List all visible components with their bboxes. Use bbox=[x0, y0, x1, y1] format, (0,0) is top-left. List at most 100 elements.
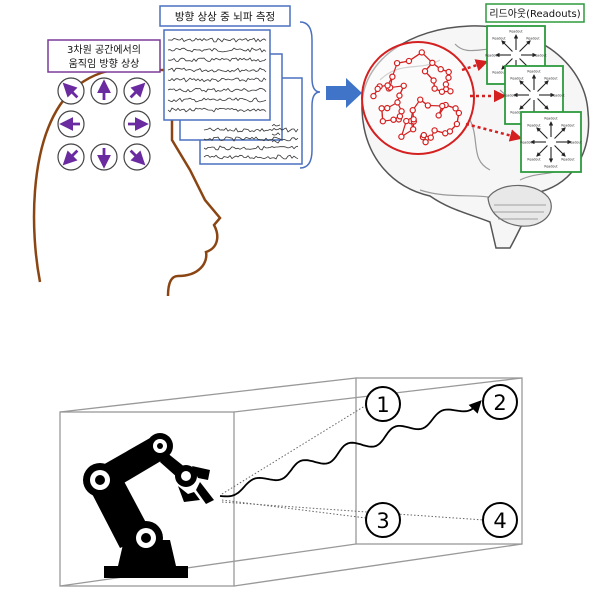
target-dotted-lines bbox=[221, 403, 485, 521]
direction-down-right-icon bbox=[123, 143, 151, 171]
readout-caption: Readout bbox=[561, 124, 575, 128]
network-node bbox=[410, 116, 417, 123]
direction-down-icon bbox=[90, 143, 118, 171]
network-node bbox=[445, 74, 452, 81]
network-node bbox=[400, 82, 407, 89]
network-node bbox=[420, 131, 428, 139]
readout-caption: Readout bbox=[544, 165, 558, 169]
eeg-trace bbox=[168, 37, 267, 43]
network-node bbox=[409, 126, 417, 133]
readout-caption: Readout bbox=[544, 117, 558, 121]
network-node bbox=[379, 118, 387, 125]
readout-caption: Readout bbox=[503, 94, 517, 98]
eeg-trace bbox=[203, 154, 299, 160]
readout-arrow bbox=[501, 58, 513, 70]
target-4: 4 bbox=[482, 502, 518, 538]
network-node bbox=[437, 66, 444, 73]
readout-arrow bbox=[536, 127, 548, 139]
eeg-trace bbox=[271, 123, 281, 127]
readout-arrow-1 bbox=[461, 59, 489, 72]
eeg-trace bbox=[271, 132, 281, 136]
readout-caption: Readout bbox=[492, 70, 506, 74]
eeg-bracket bbox=[299, 21, 321, 169]
network-node bbox=[405, 57, 413, 65]
eeg-trace bbox=[167, 87, 267, 93]
eeg-label: 방향 상상 중 뇌파 측정 bbox=[175, 11, 275, 23]
readout-caption: Readout bbox=[527, 124, 541, 128]
direction-right-icon bbox=[123, 110, 151, 138]
network-node bbox=[424, 102, 432, 109]
perspective-box bbox=[59, 377, 523, 587]
network-node bbox=[442, 130, 449, 137]
neural-network-graph bbox=[370, 49, 463, 146]
readout-caption: Readout bbox=[527, 157, 541, 161]
network-node bbox=[429, 59, 436, 67]
eeg-trace bbox=[167, 67, 267, 73]
readout-arrow bbox=[501, 40, 513, 52]
network-node bbox=[452, 105, 459, 112]
eeg-label-box bbox=[159, 5, 291, 27]
readout-tile-3: ReadoutReadoutReadoutReadoutReadoutReado… bbox=[520, 111, 582, 173]
network-node bbox=[422, 138, 429, 146]
big-right-arrow bbox=[326, 78, 362, 108]
target-2: 2 bbox=[482, 384, 518, 420]
network-node bbox=[442, 81, 450, 88]
readout-caption: Readout bbox=[527, 70, 541, 74]
svg-text:2: 2 bbox=[493, 391, 506, 415]
eeg-trace bbox=[203, 136, 299, 142]
eeg-trace bbox=[203, 127, 299, 133]
network-node bbox=[445, 68, 452, 76]
network-node bbox=[378, 105, 385, 112]
readouts-label: 리드아웃(Readouts) bbox=[489, 8, 580, 20]
head-outline bbox=[32, 66, 222, 297]
network-node bbox=[384, 104, 391, 112]
eeg-trace bbox=[167, 47, 267, 53]
direction-up-right-icon bbox=[123, 77, 151, 105]
network-node bbox=[390, 116, 397, 123]
network-node bbox=[398, 108, 405, 115]
eeg-traces bbox=[167, 37, 299, 160]
network-node bbox=[421, 68, 429, 75]
imagery-label-line1: 3차원 공간에서의 bbox=[67, 44, 141, 56]
network-node bbox=[398, 133, 405, 140]
network-node bbox=[374, 85, 381, 93]
network-node bbox=[409, 107, 416, 114]
network-node bbox=[394, 99, 401, 106]
eeg-trace bbox=[167, 57, 267, 63]
svg-text:3: 3 bbox=[376, 509, 389, 533]
readout-arrow bbox=[554, 127, 566, 139]
direction-up-icon bbox=[90, 77, 118, 105]
eeg-sheet-1 bbox=[163, 29, 271, 121]
readout-caption: Readout bbox=[509, 30, 523, 34]
readout-caption: Readout bbox=[492, 37, 506, 41]
readout-caption: Readout bbox=[485, 54, 499, 58]
network-node bbox=[453, 120, 461, 128]
direction-up-left-icon bbox=[57, 77, 85, 105]
network-node bbox=[396, 92, 403, 99]
imagery-direction-icons bbox=[57, 77, 151, 171]
readout-caption: Readout bbox=[551, 94, 565, 98]
readout-caption: Readout bbox=[510, 77, 524, 81]
imagery-label-line2: 움직임 방향 상상 bbox=[69, 57, 140, 70]
network-node bbox=[435, 112, 442, 119]
network-node bbox=[370, 92, 377, 100]
svg-text:4: 4 bbox=[493, 509, 506, 533]
readout-arrow bbox=[519, 40, 531, 52]
network-node bbox=[447, 88, 454, 95]
eeg-trace bbox=[167, 97, 267, 103]
network-node bbox=[427, 134, 434, 141]
network-node bbox=[438, 88, 446, 95]
direction-left-icon bbox=[57, 110, 85, 138]
eeg-trace bbox=[203, 145, 299, 151]
direction-down-left-icon bbox=[57, 143, 85, 171]
wavy-trajectory-line bbox=[219, 400, 482, 498]
network-node bbox=[403, 117, 410, 125]
readout-caption: Readout bbox=[533, 54, 547, 58]
readout-arrow bbox=[554, 145, 566, 157]
imagery-label-box bbox=[47, 39, 161, 73]
network-node bbox=[431, 127, 438, 134]
network-node bbox=[455, 109, 463, 117]
eeg-trace bbox=[167, 107, 267, 113]
network-node bbox=[393, 59, 401, 67]
readout-tiles: ReadoutReadoutReadoutReadoutReadoutReado… bbox=[485, 25, 582, 173]
